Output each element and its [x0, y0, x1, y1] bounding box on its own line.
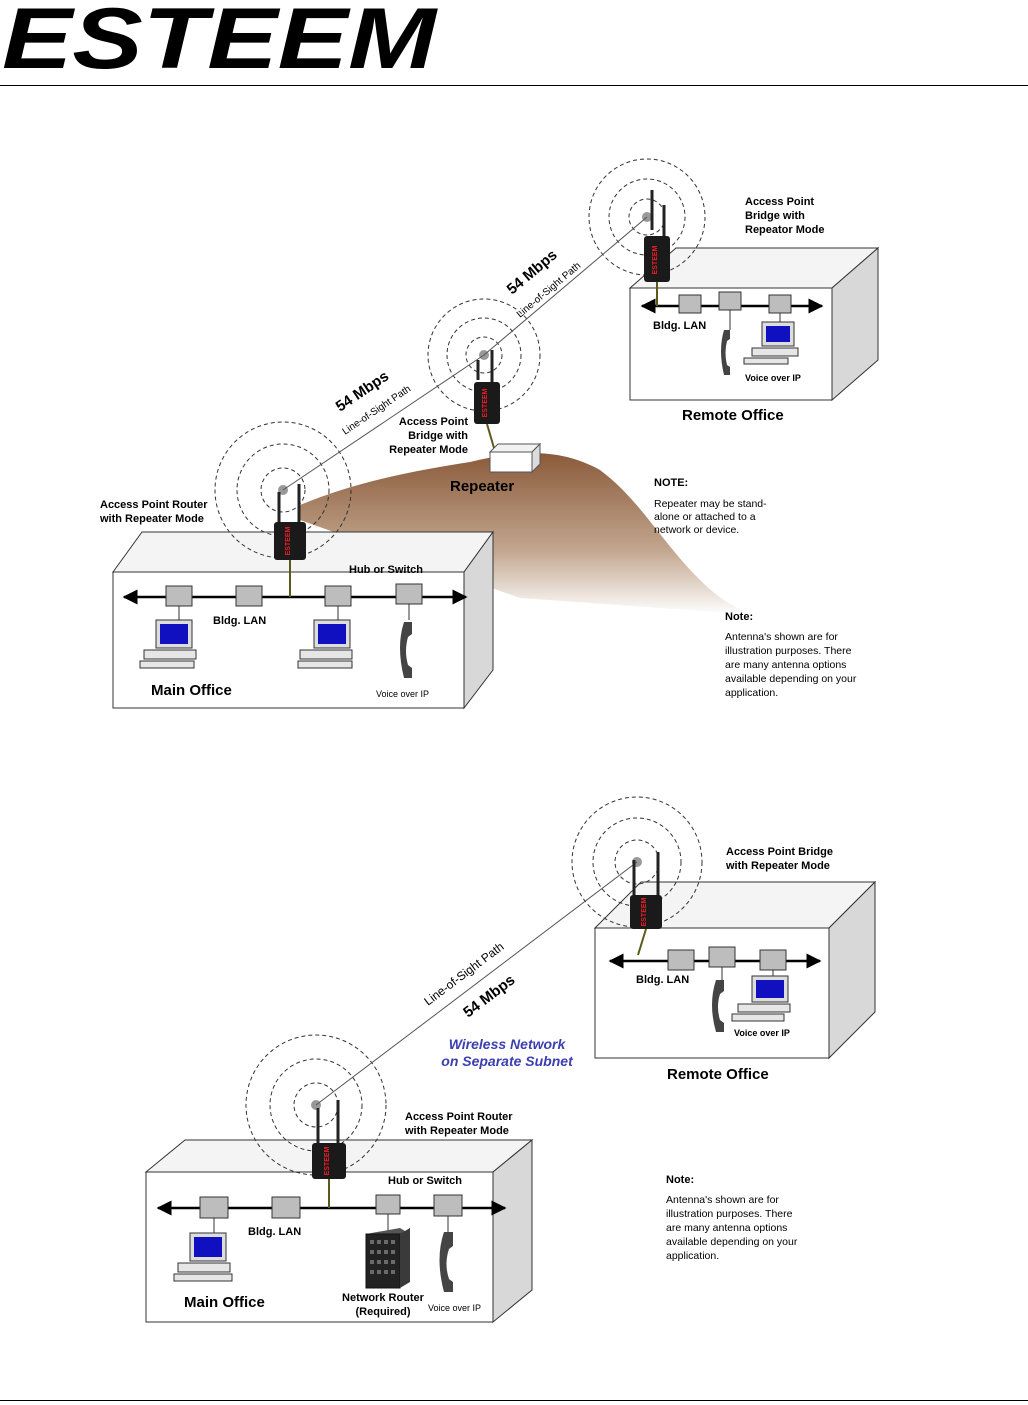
radio-device-main: ESTEEM [274, 484, 306, 597]
los-line [315, 861, 638, 1106]
svg-text:ESTEEM: ESTEEM [285, 526, 292, 555]
main-bldg-lan-label: Bldg. LAN [248, 1226, 301, 1238]
footer-rule [0, 1400, 1028, 1401]
los-line-1 [282, 354, 485, 491]
main-office-label: Main Office [184, 1294, 265, 1311]
remote-bldg-lan-label: Bldg. LAN [636, 974, 689, 986]
main-office-label: Main Office [151, 682, 232, 699]
los-line-2 [483, 216, 648, 356]
phone-icon [712, 980, 724, 1032]
computer-icon [173, 1232, 233, 1282]
computer-icon [731, 975, 791, 1022]
svg-text:ESTEEM: ESTEEM [652, 245, 659, 274]
phone-icon [439, 1232, 453, 1292]
computer-icon [139, 619, 197, 669]
remote-voip-label: Voice over IP [734, 1028, 790, 1038]
computer-icon [297, 619, 353, 669]
remote-office-label: Remote Office [667, 1066, 769, 1083]
hill [300, 453, 760, 615]
note1-body: Repeater may be stand-alone or attached … [654, 498, 767, 536]
repeater-box [488, 442, 542, 474]
hub-label: Hub or Switch [388, 1175, 462, 1187]
main-office-building [112, 530, 494, 710]
header-rule [0, 85, 1028, 86]
remote-office-building [628, 246, 880, 402]
note-title: Note: [666, 1174, 694, 1186]
phone-icon [721, 330, 730, 375]
main-office-building [144, 1138, 534, 1324]
hub-label: Hub or Switch [349, 564, 423, 576]
repeater-label: Repeater [450, 478, 514, 495]
svg-text:ESTEEM: ESTEEM [641, 897, 648, 926]
remote-bldg-lan-label: Bldg. LAN [653, 320, 706, 332]
rate-label: 54 Mbps [460, 971, 518, 1021]
radio-device-remote: ESTEEM [644, 190, 670, 306]
remote-office-building [593, 880, 877, 1060]
radio-device-repeater: ESTEEM [474, 350, 500, 449]
remote-voip-label: Voice over IP [745, 373, 801, 383]
radio-device-remote: ESTEEM [630, 852, 662, 956]
main-voip-label: Voice over IP [376, 689, 429, 699]
router-label: Network Router(Required) [342, 1292, 425, 1318]
remote-office-label: Remote Office [682, 407, 784, 424]
svg-text:ESTEEM: ESTEEM [482, 388, 489, 417]
network-router-icon [365, 1228, 410, 1289]
main-voip-label: Voice over IP [428, 1303, 481, 1313]
note1-title: NOTE: [654, 477, 688, 489]
note2-title: Note: [725, 611, 753, 623]
svg-text:ESTEEM: ESTEEM [324, 1146, 331, 1175]
radio-device-main: ESTEEM [312, 1100, 346, 1208]
main-bldg-lan-label: Bldg. LAN [213, 615, 266, 627]
phone-icon [400, 622, 412, 678]
logo-text: ESTEEM [2, 0, 439, 74]
esteem-logo: ESTEEM [2, 0, 439, 74]
computer-icon [743, 321, 799, 365]
